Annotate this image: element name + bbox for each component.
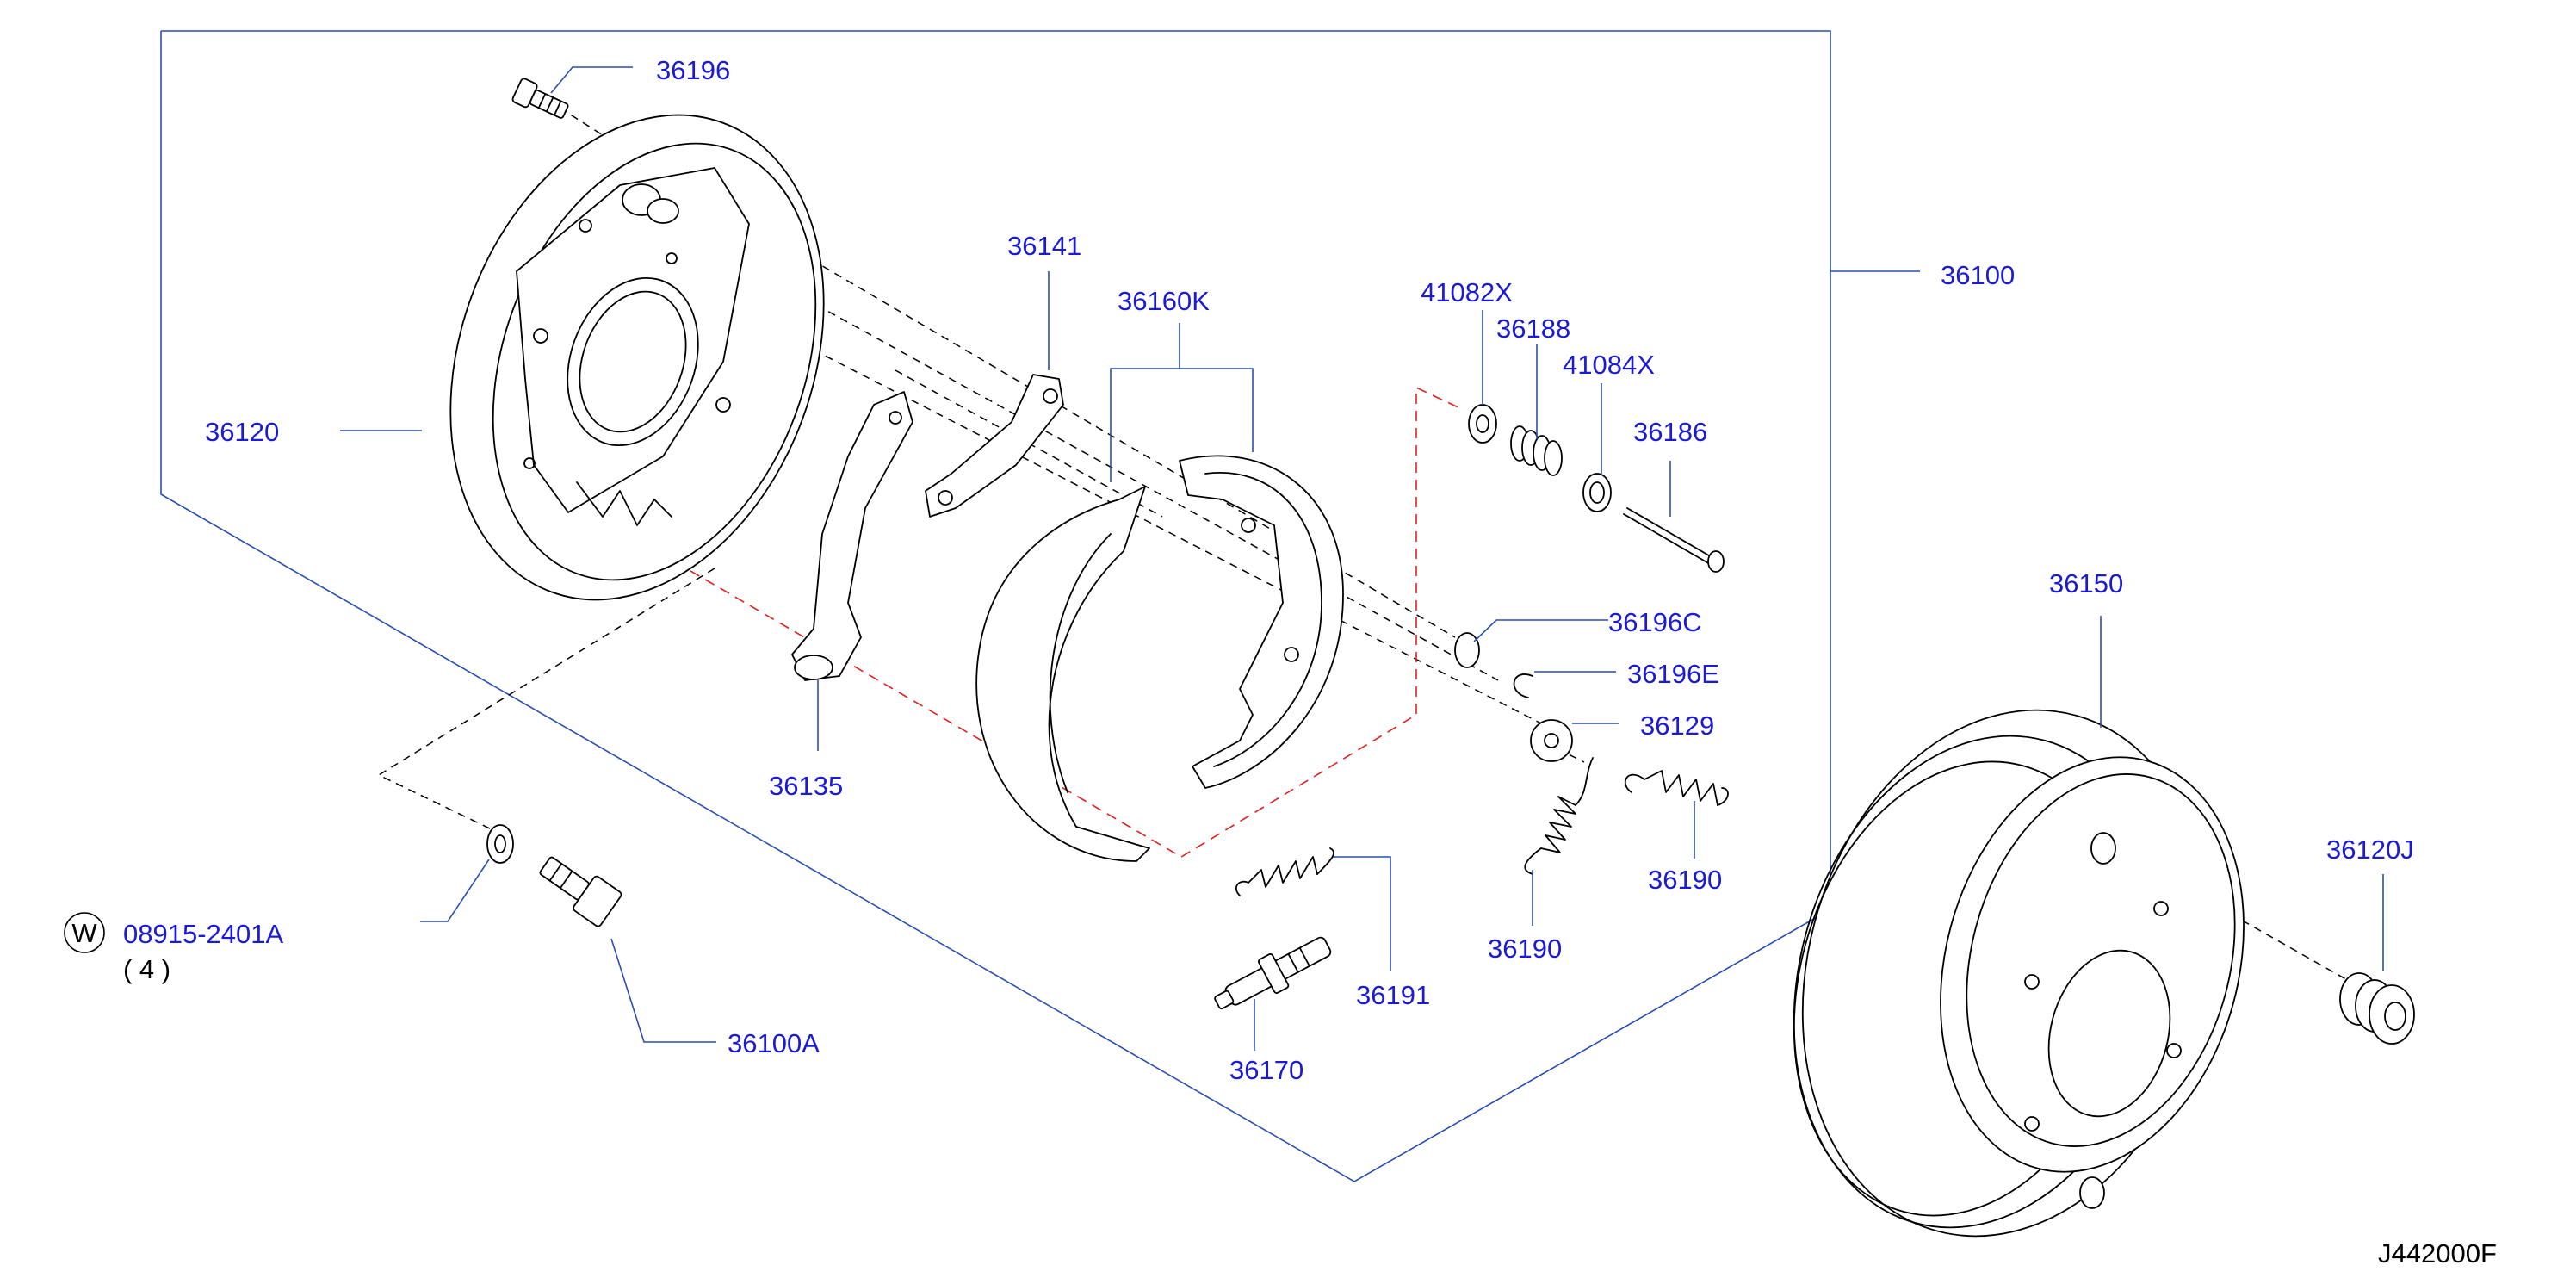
cup-41082X [1468, 404, 1497, 444]
strut-36141 [925, 374, 1064, 518]
plug-36120J [2339, 972, 2415, 1045]
label-36150: 36150 [2049, 568, 2123, 599]
label-08915-2401A: 08915-2401A [123, 919, 283, 949]
label-36129: 36129 [1640, 710, 1714, 741]
washer-08915 [486, 824, 514, 864]
bolt-36100A [539, 856, 622, 927]
label-36190-right: 36190 [1648, 865, 1722, 895]
lever-36135 [791, 391, 913, 681]
label-36190-left: 36190 [1488, 934, 1562, 964]
quantity-label: ( 4 ) [123, 954, 170, 984]
brake-drum-36150 [1793, 709, 2245, 1238]
label-36100: 36100 [1941, 260, 2015, 290]
retainer-41084X [1582, 473, 1612, 512]
bolt-36196 [511, 78, 569, 119]
clip-36196E [1513, 673, 1533, 698]
label-36120: 36120 [205, 417, 279, 447]
washer-36129 [1530, 719, 1573, 762]
label-36100A: 36100A [728, 1028, 820, 1058]
label-36196C: 36196C [1608, 607, 1702, 637]
diagram-code: J442000F [2378, 1238, 2497, 1269]
assembly-frame [160, 30, 1831, 1182]
washer-symbol: W [71, 918, 97, 948]
washer-36196C [1454, 632, 1480, 668]
spring-36190-a [1524, 757, 1594, 875]
lever-pin [794, 655, 833, 680]
label-36191: 36191 [1356, 980, 1430, 1010]
label-41084X: 41084X [1563, 350, 1655, 380]
label-36141: 36141 [1007, 231, 1081, 261]
label-36120J: 36120J [2326, 834, 2414, 865]
leader-lines [340, 66, 2384, 1051]
label-36196E: 36196E [1627, 659, 1719, 689]
label-41082X: 41082X [1421, 277, 1513, 307]
brake-shoes-36160K [975, 455, 1344, 862]
spring-36188 [1510, 425, 1563, 476]
label-36160K: 36160K [1118, 286, 1210, 316]
washer-symbol-circle [64, 912, 105, 953]
label-36188: 36188 [1496, 313, 1570, 344]
label-36135: 36135 [769, 771, 843, 801]
spring-36191 [1235, 847, 1334, 896]
pin-36186 [1623, 507, 1725, 573]
label-36186: 36186 [1633, 417, 1707, 447]
label-36196: 36196 [656, 55, 730, 85]
label-36170: 36170 [1229, 1055, 1303, 1085]
spring-36190-b [1624, 770, 1729, 806]
backing-plate [449, 114, 825, 601]
adjuster-36170 [1214, 936, 1332, 1010]
